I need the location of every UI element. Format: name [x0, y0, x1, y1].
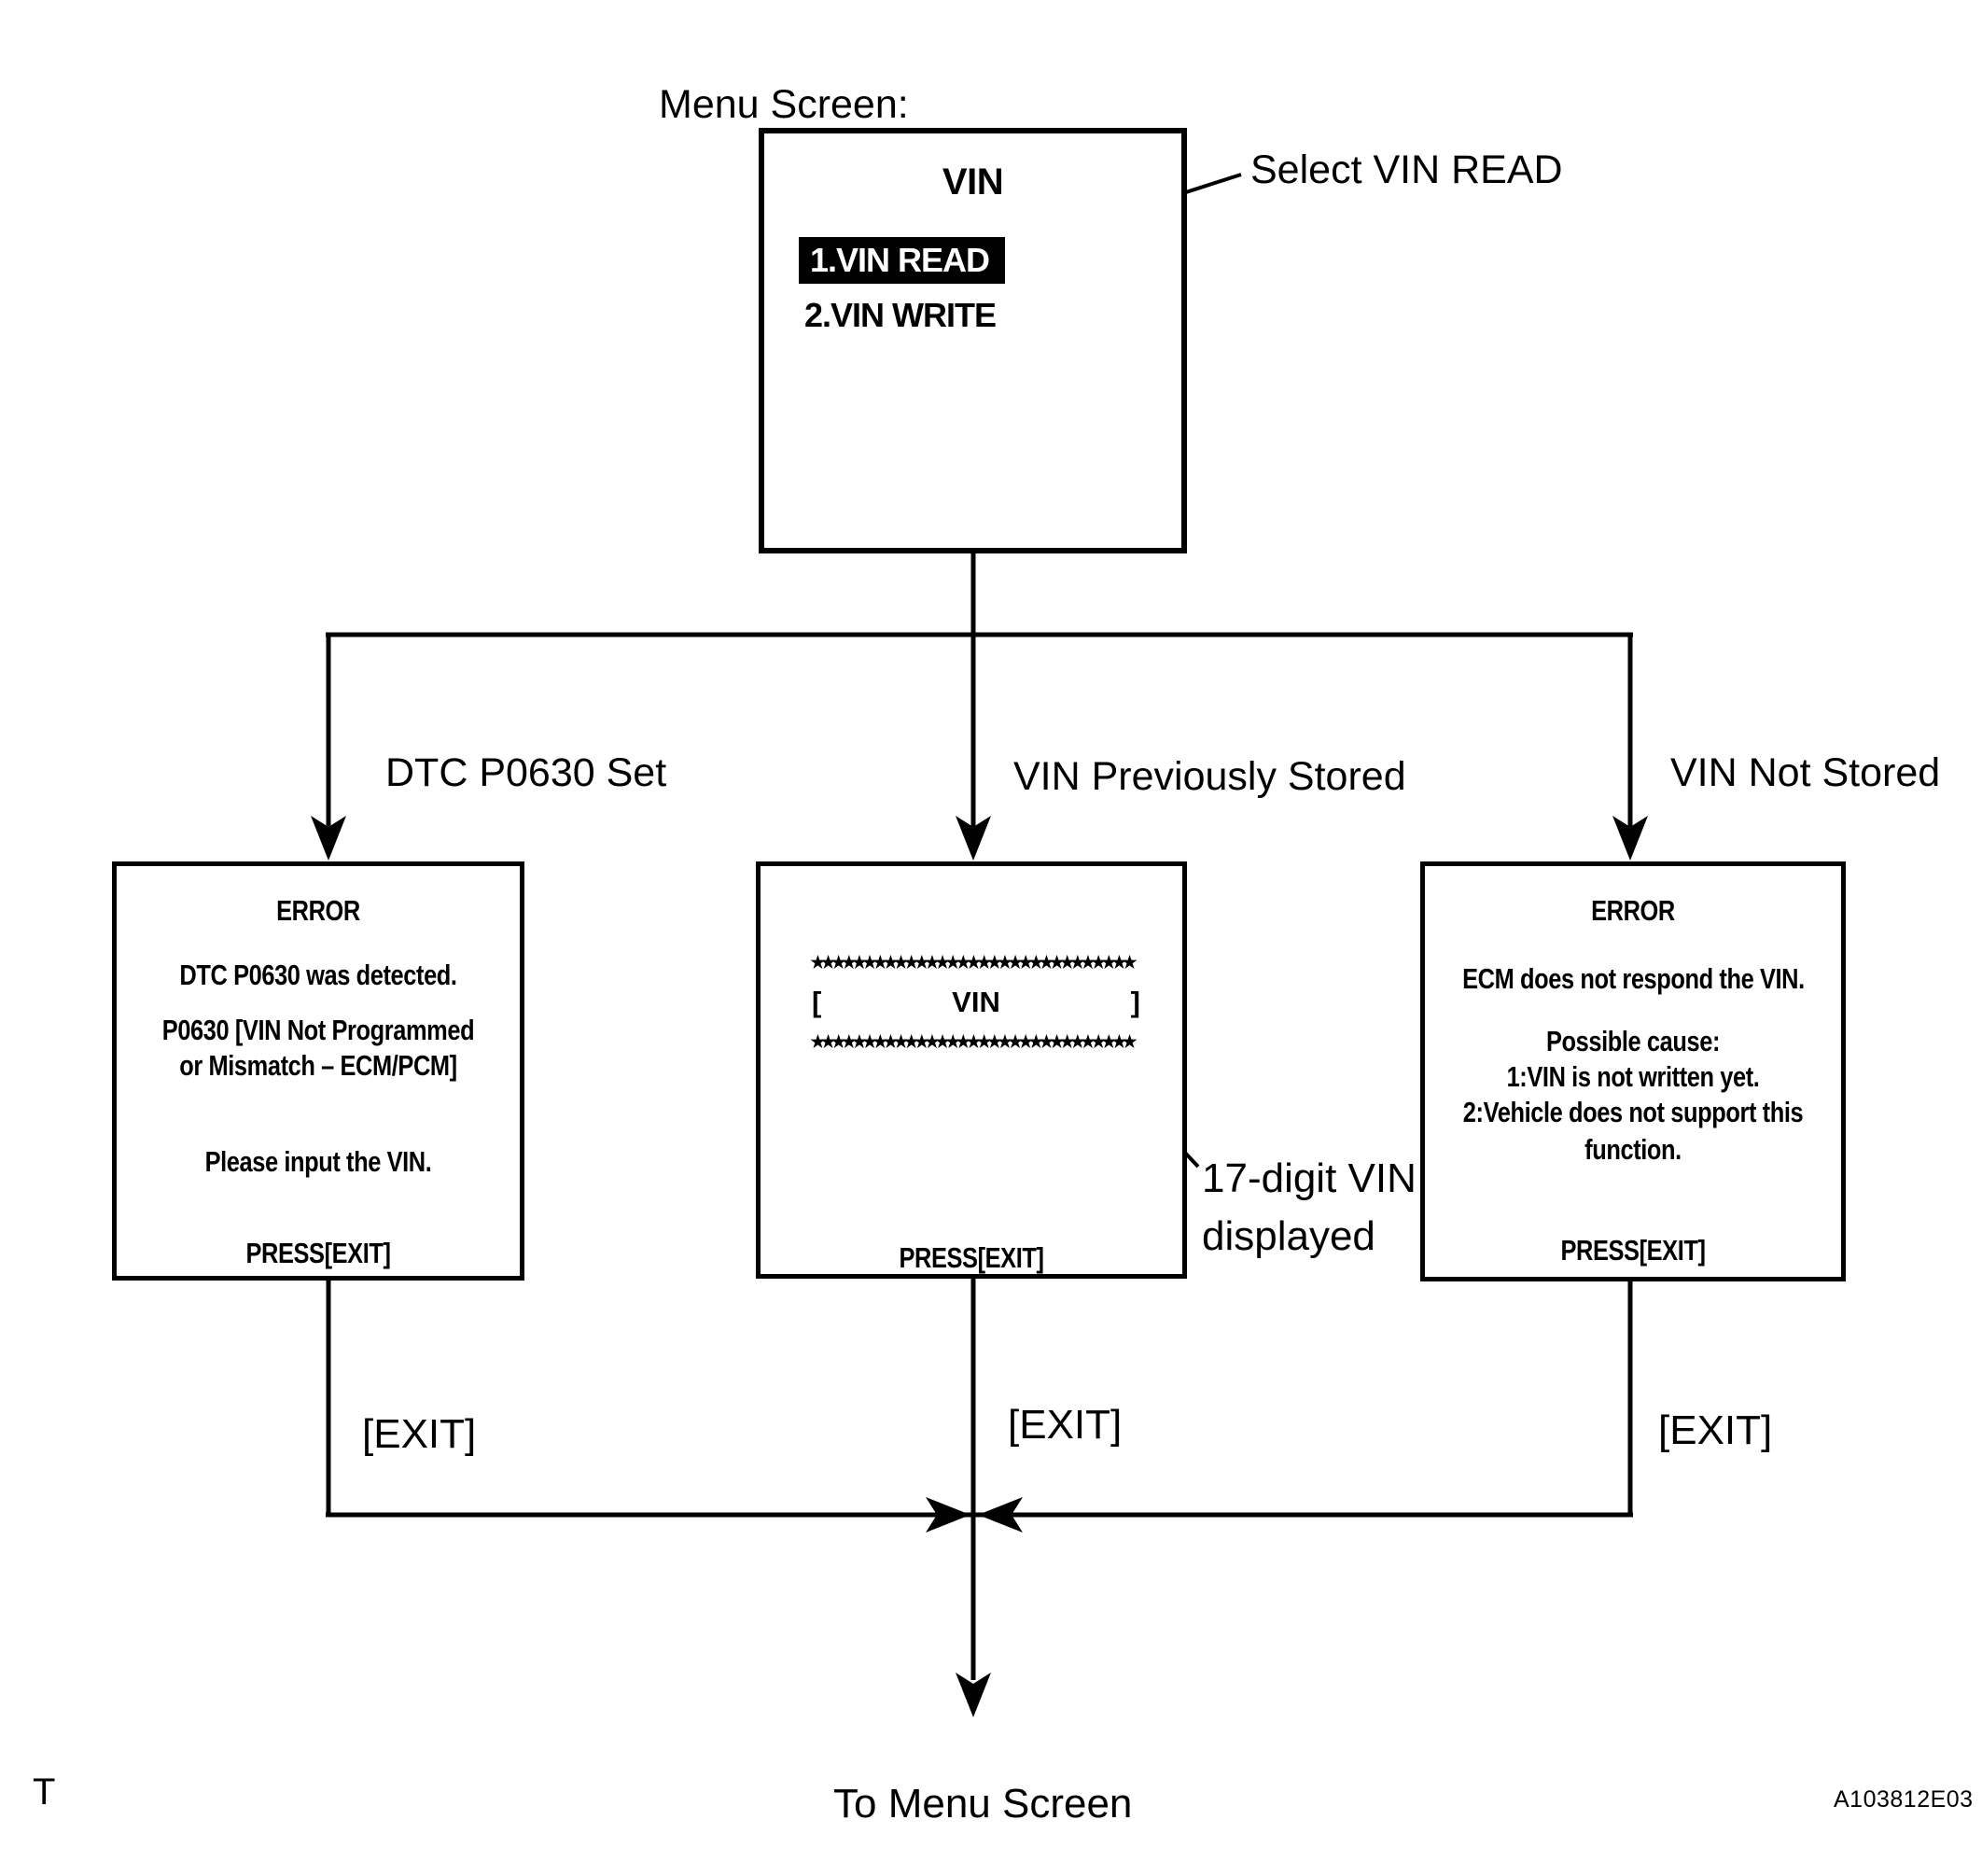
vin-digits-callout: 17-digit VIN displayed — [1202, 1150, 1417, 1265]
exit-label-right: [EXIT] — [1658, 1407, 1773, 1453]
arrowhead-down-left — [311, 816, 346, 861]
menu-item-vin-read: 1.VIN READ — [799, 237, 1005, 284]
menu-item-vin-write: 2.VIN WRITE — [804, 296, 997, 334]
error-screen-dtc: ERROR DTC P0630 was detected. P0630 [VIN… — [112, 861, 524, 1281]
menu-screen-label: Menu Screen: — [659, 82, 909, 127]
to-menu-screen-label: To Menu Screen — [833, 1781, 1133, 1827]
error-screen-ecm: ERROR ECM does not respond the VIN. Poss… — [1420, 861, 1846, 1281]
screen-text: Possible cause: — [1545, 1025, 1721, 1057]
screen-text: 1:VIN is not written yet. — [1506, 1060, 1760, 1093]
vin-value-row: [ VIN ] — [812, 986, 1140, 1019]
star-row-bottom: ★★★★★★★★★★★★★★★★★★★★★★★★★★★★★★★ — [810, 1032, 1137, 1051]
star-row-top: ★★★★★★★★★★★★★★★★★★★★★★★★★★★★★★★ — [810, 953, 1137, 972]
condition-vin-stored: VIN Previously Stored — [1013, 754, 1406, 799]
vin-label: VIN — [952, 986, 1000, 1018]
screen-title: ERROR — [1591, 894, 1675, 927]
condition-vin-not-stored: VIN Not Stored — [1670, 750, 1941, 795]
figure-code: A103812E03 — [1834, 1786, 1974, 1813]
press-exit-label: PRESS[EXIT] — [899, 1241, 1044, 1274]
arrowhead-left — [978, 1497, 1023, 1533]
bracket-close: ] — [1130, 986, 1140, 1018]
screen-text: P0630 [VIN Not Programmed — [161, 1014, 475, 1046]
exit-label-left: [EXIT] — [362, 1411, 477, 1457]
press-exit-label: PRESS[EXIT] — [245, 1237, 391, 1269]
press-exit-label: PRESS[EXIT] — [1560, 1234, 1706, 1267]
menu-title: VIN — [942, 161, 1004, 203]
screen-text: 2:Vehicle does not support this — [1462, 1096, 1804, 1128]
menu-screen-box: VIN 1.VIN READ 2.VIN WRITE — [759, 128, 1187, 553]
arrowhead-right — [926, 1497, 970, 1533]
condition-dtc-set: DTC P0630 Set — [385, 750, 667, 795]
screen-title: ERROR — [276, 894, 360, 927]
bracket-open: [ — [812, 986, 822, 1018]
screen-text: DTC P0630 was detected. — [179, 959, 457, 991]
select-vin-read-callout: Select VIN READ — [1250, 147, 1563, 192]
page-letter: T — [33, 1771, 56, 1813]
arrowhead-down-middle — [956, 816, 991, 861]
screen-text: ECM does not respond the VIN. — [1462, 962, 1805, 995]
screen-text: or Mismatch – ECM/PCM] — [179, 1049, 457, 1082]
vin-digits-callout-line1: 17-digit VIN — [1202, 1155, 1417, 1201]
arrowhead-down-right — [1612, 816, 1648, 861]
screen-text: function. — [1584, 1133, 1682, 1166]
exit-label-middle: [EXIT] — [1008, 1402, 1123, 1448]
vin-display-screen: ★★★★★★★★★★★★★★★★★★★★★★★★★★★★★★★ [ VIN ] … — [756, 861, 1187, 1279]
vin-digits-callout-line2: displayed — [1202, 1212, 1375, 1259]
arrowhead-down-final — [956, 1673, 991, 1717]
screen-text: Please input the VIN. — [204, 1145, 432, 1178]
